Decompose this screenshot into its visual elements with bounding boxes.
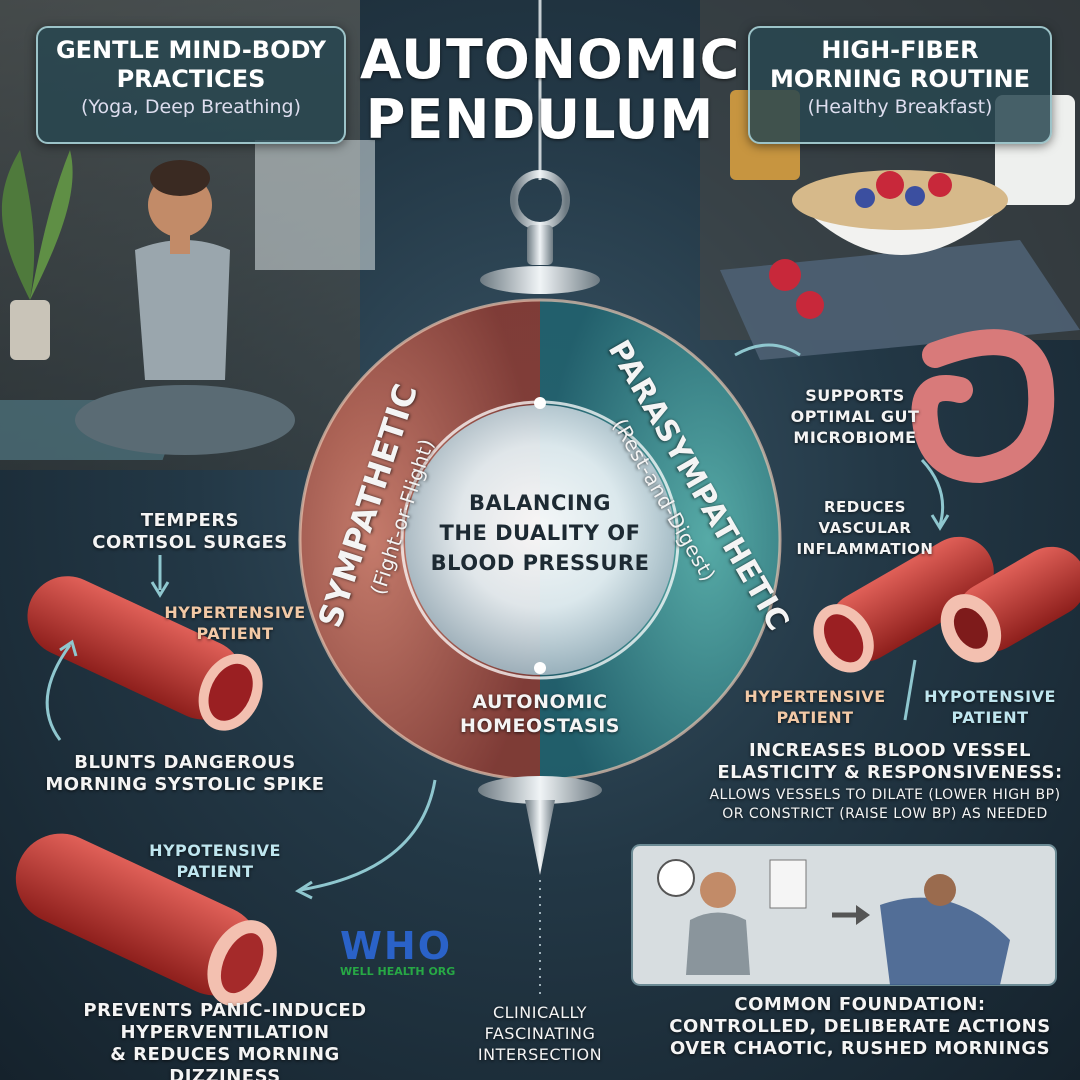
right-hyper-line-2: PATIENT [776,708,854,727]
left-hypertensive-label: HYPERTENSIVE PATIENT [160,602,310,644]
mind-body-line-1: GENTLE MIND-BODY [55,36,327,64]
allows-line-2: OR CONSTRICT (RAISE LOW BP) AS NEEDED [722,806,1048,822]
foundation-line-1: COMMON FOUNDATION: [734,994,986,1015]
left-hyper-line-2: PATIENT [196,624,274,643]
reduces-line-2: VASCULAR [818,519,912,537]
high-fiber-box: HIGH-FIBER MORNING ROUTINE (Healthy Brea… [748,26,1052,144]
blunts-line-1: BLUNTS DANGEROUS [74,752,296,773]
blunts-line-2: MORNING SYSTOLIC SPIKE [45,774,325,795]
title-line-1: AUTONOMIC [360,28,741,91]
right-hypertensive-label: HYPERTENSIVE PATIENT [740,686,890,728]
high-fiber-line-1: HIGH-FIBER [821,36,979,64]
high-fiber-sub: (Healthy Breakfast) [807,96,993,118]
supports-line-1: SUPPORTS [805,386,905,405]
center-line-1: BALANCING [468,491,611,515]
mind-body-line-2: PRACTICES [116,65,266,93]
homeostasis-line-1: AUTONOMIC [472,691,608,713]
logo-mark: WHO [340,924,453,968]
clinically-fascinating-text: CLINICALLY FASCINATING INTERSECTION [460,1002,620,1065]
increases-elasticity-text: INCREASES BLOOD VESSEL ELASTICITY & RESP… [700,740,1080,784]
tempers-cortisol-text: TEMPERS CORTISOL SURGES [90,510,290,554]
well-health-logo: WHO WELL HEALTH ORG [340,926,510,986]
title-line-2: PENDULUM [365,88,715,151]
prevents-line-1: PREVENTS PANIC-INDUCED [83,1000,367,1021]
reduces-inflammation-text: REDUCES VASCULAR INFLAMMATION [790,497,940,560]
tempers-line-2: CORTISOL SURGES [92,532,288,553]
logo-text: WELL HEALTH ORG [340,965,456,978]
homeostasis-line-2: HOMEOSTASIS [460,715,620,737]
autonomic-homeostasis: AUTONOMIC HOMEOSTASIS [440,690,640,738]
mind-body-sub: (Yoga, Deep Breathing) [80,96,302,118]
foundation-line-2: CONTROLLED, DELIBERATE ACTIONS [669,1016,1051,1037]
prevents-line-3: & REDUCES MORNING DIZZINESS [110,1044,340,1080]
prevents-line-2: HYPERVENTILATION [120,1022,330,1043]
page-title: AUTONOMIC PENDULUM [360,28,741,151]
prevents-panic-text: PREVENTS PANIC-INDUCED HYPERVENTILATION … [60,1000,390,1080]
allows-line-1: ALLOWS VESSELS TO DILATE (LOWER HIGH BP) [709,787,1061,803]
right-hypo-line-1: HYPOTENSIVE [924,687,1056,706]
left-hypotensive-label: HYPOTENSIVE PATIENT [135,840,295,882]
blunts-spike-text: BLUNTS DANGEROUS MORNING SYSTOLIC SPIKE [40,752,330,796]
high-fiber-line-2: MORNING ROUTINE [769,65,1031,93]
center-line-2: THE DUALITY OF [439,521,641,545]
clinically-line-3: INTERSECTION [477,1045,603,1064]
supports-line-2: OPTIMAL GUT [790,407,920,426]
left-hyper-line-1: HYPERTENSIVE [164,603,306,622]
mind-body-box: GENTLE MIND-BODY PRACTICES (Yoga, Deep B… [36,26,346,144]
right-hypo-line-2: PATIENT [951,708,1029,727]
allows-vessels-text: ALLOWS VESSELS TO DILATE (LOWER HIGH BP)… [690,786,1080,824]
increases-line-2: ELASTICITY & RESPONSIVENESS: [717,762,1063,783]
clinically-line-1: CLINICALLY [492,1003,588,1022]
reduces-line-1: REDUCES [824,498,906,516]
right-hypotensive-label: HYPOTENSIVE PATIENT [915,686,1065,728]
pendulum-center-text: BALANCING THE DUALITY OF BLOOD PRESSURE [410,488,670,578]
right-hyper-line-1: HYPERTENSIVE [744,687,886,706]
clinically-line-2: FASCINATING [484,1024,596,1043]
center-line-3: BLOOD PRESSURE [430,551,650,575]
supports-microbiome-text: SUPPORTS OPTIMAL GUT MICROBIOME [780,385,930,448]
left-hypo-line-2: PATIENT [176,862,254,881]
supports-line-3: MICROBIOME [793,428,917,447]
tempers-line-1: TEMPERS [140,510,240,531]
foundation-line-3: OVER CHAOTIC, RUSHED MORNINGS [669,1038,1051,1059]
increases-line-1: INCREASES BLOOD VESSEL [748,740,1032,761]
reduces-line-3: INFLAMMATION [796,540,934,558]
left-hypo-line-1: HYPOTENSIVE [149,841,281,860]
common-foundation-text: COMMON FOUNDATION: CONTROLLED, DELIBERAT… [660,994,1060,1060]
